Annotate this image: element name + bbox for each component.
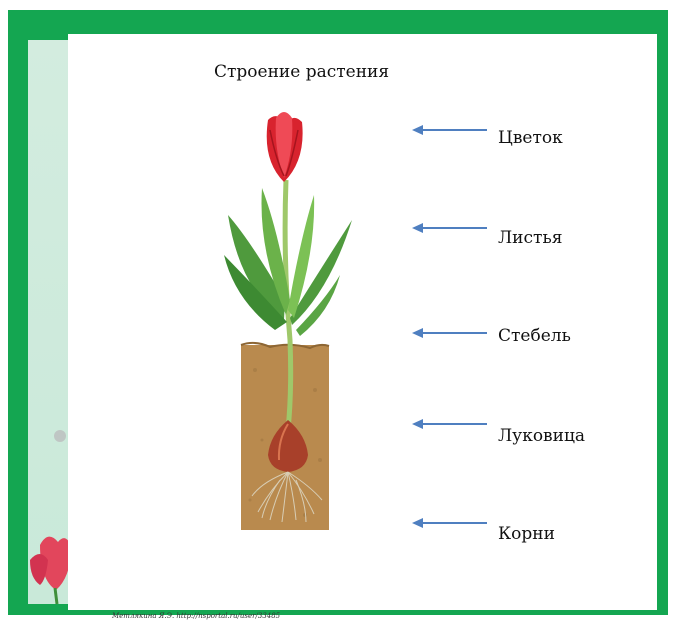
footer-credit: Метлякина Я.Э. http://nsportal.ru/user/3… (112, 612, 280, 620)
arrow-roots-icon (412, 518, 487, 528)
label-flower: Цветок (498, 128, 563, 148)
arrow-leaves-icon (412, 223, 487, 233)
label-bulb: Луковица (498, 426, 585, 446)
arrow-bulb-icon (412, 419, 487, 429)
label-stem: Стебель (498, 326, 571, 346)
arrow-flower-icon (412, 125, 487, 135)
arrow-stem-icon (412, 328, 487, 338)
flower (267, 112, 303, 182)
label-leaves: Листья (498, 228, 562, 248)
label-roots: Корни (498, 524, 555, 544)
